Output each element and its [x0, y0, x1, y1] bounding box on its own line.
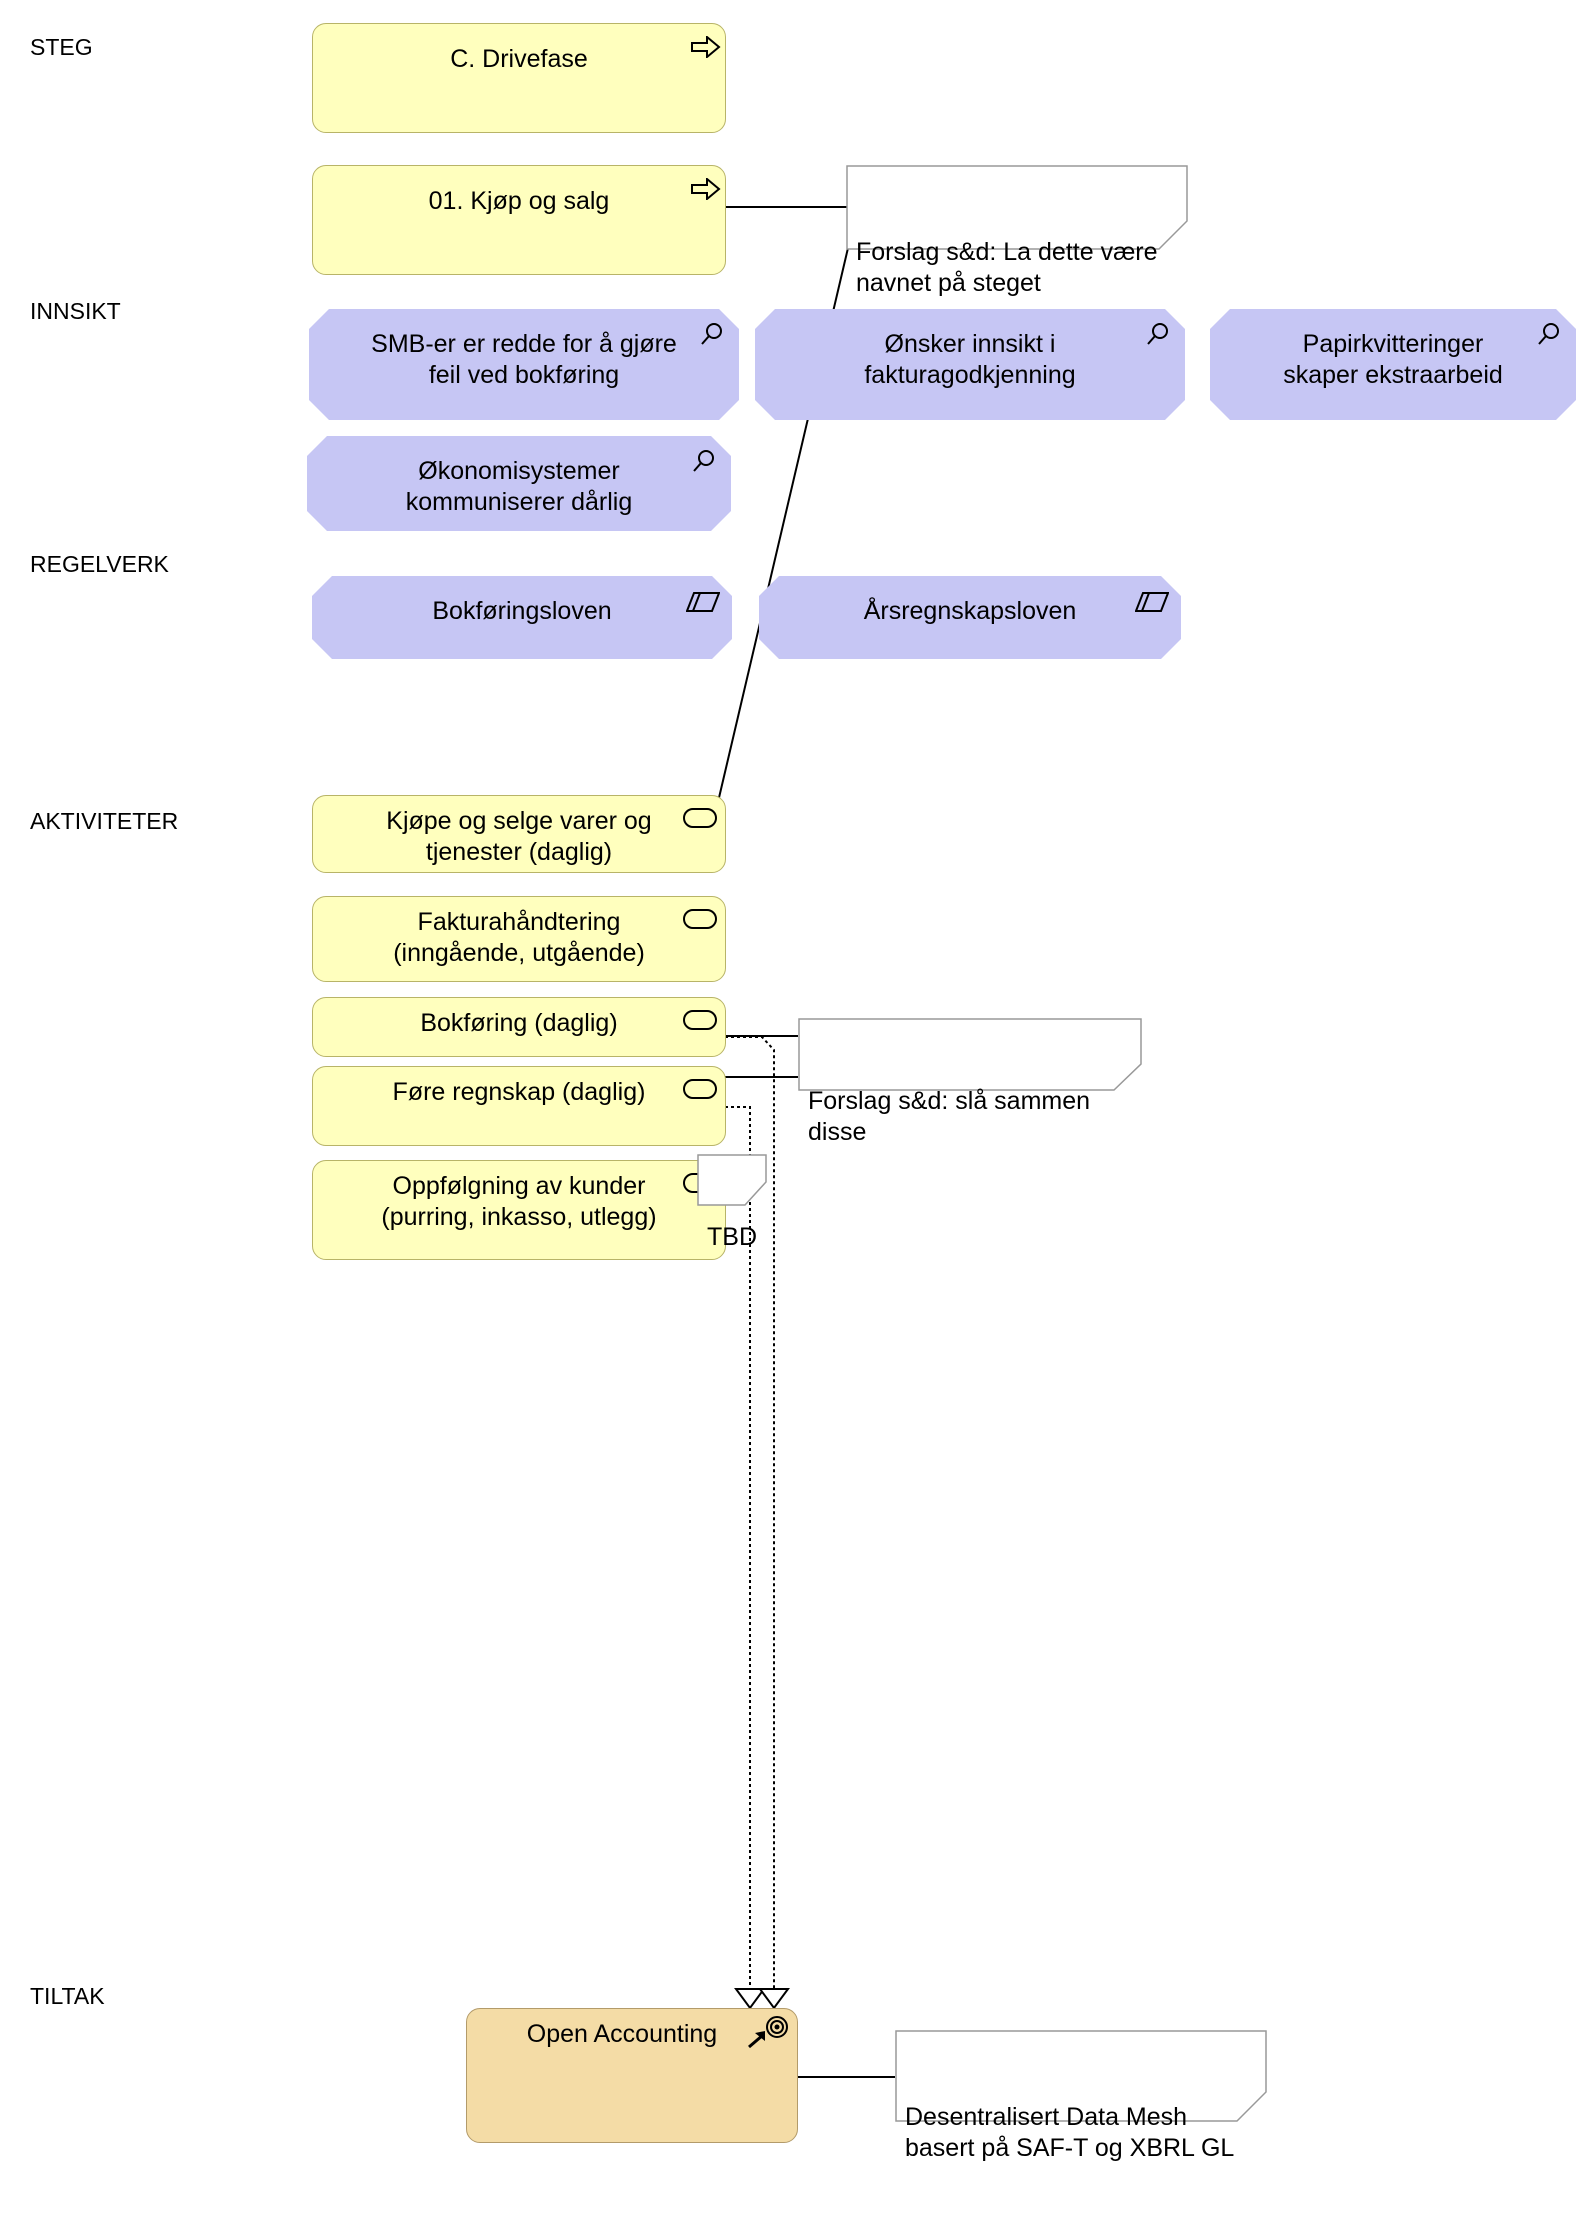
lane-label-steg: STEG: [30, 34, 93, 60]
process-arrow-icon: [691, 178, 721, 200]
process-arrow-icon: [691, 36, 721, 58]
lane-label-aktiviteter: AKTIVITETER: [30, 808, 179, 834]
realization-line-bokforing: [725, 1036, 775, 1989]
insight-label: Økonomisystemer kommuniserer dårlig: [405, 457, 633, 516]
insight-node-fakturagodkjenning[interactable]: Ønsker innsikt i fakturagodkjenning: [755, 309, 1185, 420]
note-step-name[interactable]: Forslag s&d: La dette være navnet på ste…: [846, 165, 1188, 297]
realization-arrowhead-1: [734, 1988, 766, 2010]
regulation-node-arsregnskapsloven[interactable]: Årsregnskapsloven: [759, 576, 1181, 659]
note-shape: [798, 1018, 1142, 1091]
step-node[interactable]: 01. Kjøp og salg: [312, 165, 726, 275]
activity-node-kjope-selge[interactable]: Kjøpe og selge varer og tjenester (dagli…: [312, 795, 726, 873]
activity-label: Fakturahåndtering (inngående, utgående): [393, 908, 645, 967]
note-tbd[interactable]: TBD: [697, 1154, 767, 1251]
event-rounded-icon: [683, 808, 717, 828]
activity-label: Oppfølgning av kunder (purring, inkasso,…: [381, 1172, 657, 1231]
phase-label: C. Drivefase: [450, 45, 588, 73]
magnifier-icon: [1536, 321, 1562, 347]
magnifier-icon: [1145, 321, 1171, 347]
event-rounded-icon: [683, 909, 717, 929]
lane-label-innsikt: INNSIKT: [30, 298, 121, 324]
insight-node-smb[interactable]: SMB-er er redde for å gjøre feil ved bok…: [309, 309, 739, 420]
representation-parallelogram-icon: [686, 592, 720, 612]
initiative-node-open-accounting[interactable]: Open Accounting: [466, 2008, 798, 2143]
regulation-label: Bokføringsloven: [432, 597, 612, 625]
activity-node-fakturahandtering[interactable]: Fakturahåndtering (inngående, utgående): [312, 896, 726, 982]
lane-label-regelverk: REGELVERK: [30, 551, 169, 577]
phase-node[interactable]: C. Drivefase: [312, 23, 726, 133]
insight-node-papirkvitteringer[interactable]: Papirkvitteringer skaper ekstraarbeid: [1210, 309, 1576, 420]
activity-label: Føre regnskap (daglig): [392, 1078, 646, 1106]
magnifier-icon: [691, 448, 717, 474]
insight-label: Ønsker innsikt i fakturagodkjenning: [864, 330, 1076, 389]
note-data-mesh-text: Desentralisert Data Mesh basert på SAF-T…: [905, 2103, 1235, 2162]
insight-label: SMB-er er redde for å gjøre feil ved bok…: [371, 330, 677, 389]
realization-arrowhead-2: [758, 1988, 790, 2010]
note-tbd-text: TBD: [707, 1223, 757, 1251]
activity-label: Kjøpe og selge varer og tjenester (dagli…: [386, 807, 652, 866]
realization-line-regnskap: [725, 1106, 751, 1989]
note-step-name-text: Forslag s&d: La dette være navnet på ste…: [856, 238, 1158, 297]
goal-target-icon: [748, 2016, 788, 2049]
regulation-label: Årsregnskapsloven: [863, 597, 1077, 625]
note-shape: [846, 165, 1188, 250]
note-merge-text: Forslag s&d: slå sammen disse: [808, 1087, 1091, 1146]
regulation-node-bokforingsloven[interactable]: Bokføringsloven: [312, 576, 732, 659]
step-label: 01. Kjøp og salg: [428, 187, 610, 215]
note-merge[interactable]: Forslag s&d: slå sammen disse: [798, 1018, 1142, 1146]
note-shape: [697, 1154, 767, 1206]
note-data-mesh[interactable]: Desentralisert Data Mesh basert på SAF-T…: [895, 2030, 1267, 2162]
activity-node-oppfolgning[interactable]: Oppfølgning av kunder (purring, inkasso,…: [312, 1160, 726, 1260]
note-shape: [895, 2030, 1267, 2122]
insight-node-okonomisystemer[interactable]: Økonomisystemer kommuniserer dårlig: [307, 436, 731, 531]
magnifier-icon: [699, 321, 725, 347]
activity-node-fore-regnskap[interactable]: Føre regnskap (daglig): [312, 1066, 726, 1146]
insight-label: Papirkvitteringer skaper ekstraarbeid: [1283, 330, 1503, 389]
event-rounded-icon: [683, 1010, 717, 1030]
representation-parallelogram-icon: [1135, 592, 1169, 612]
event-rounded-icon: [683, 1079, 717, 1099]
initiative-label: Open Accounting: [526, 2020, 718, 2048]
lane-label-tiltak: TILTAK: [30, 1983, 105, 2009]
activity-node-bokforing[interactable]: Bokføring (daglig): [312, 997, 726, 1057]
activity-label: Bokføring (daglig): [420, 1009, 618, 1037]
